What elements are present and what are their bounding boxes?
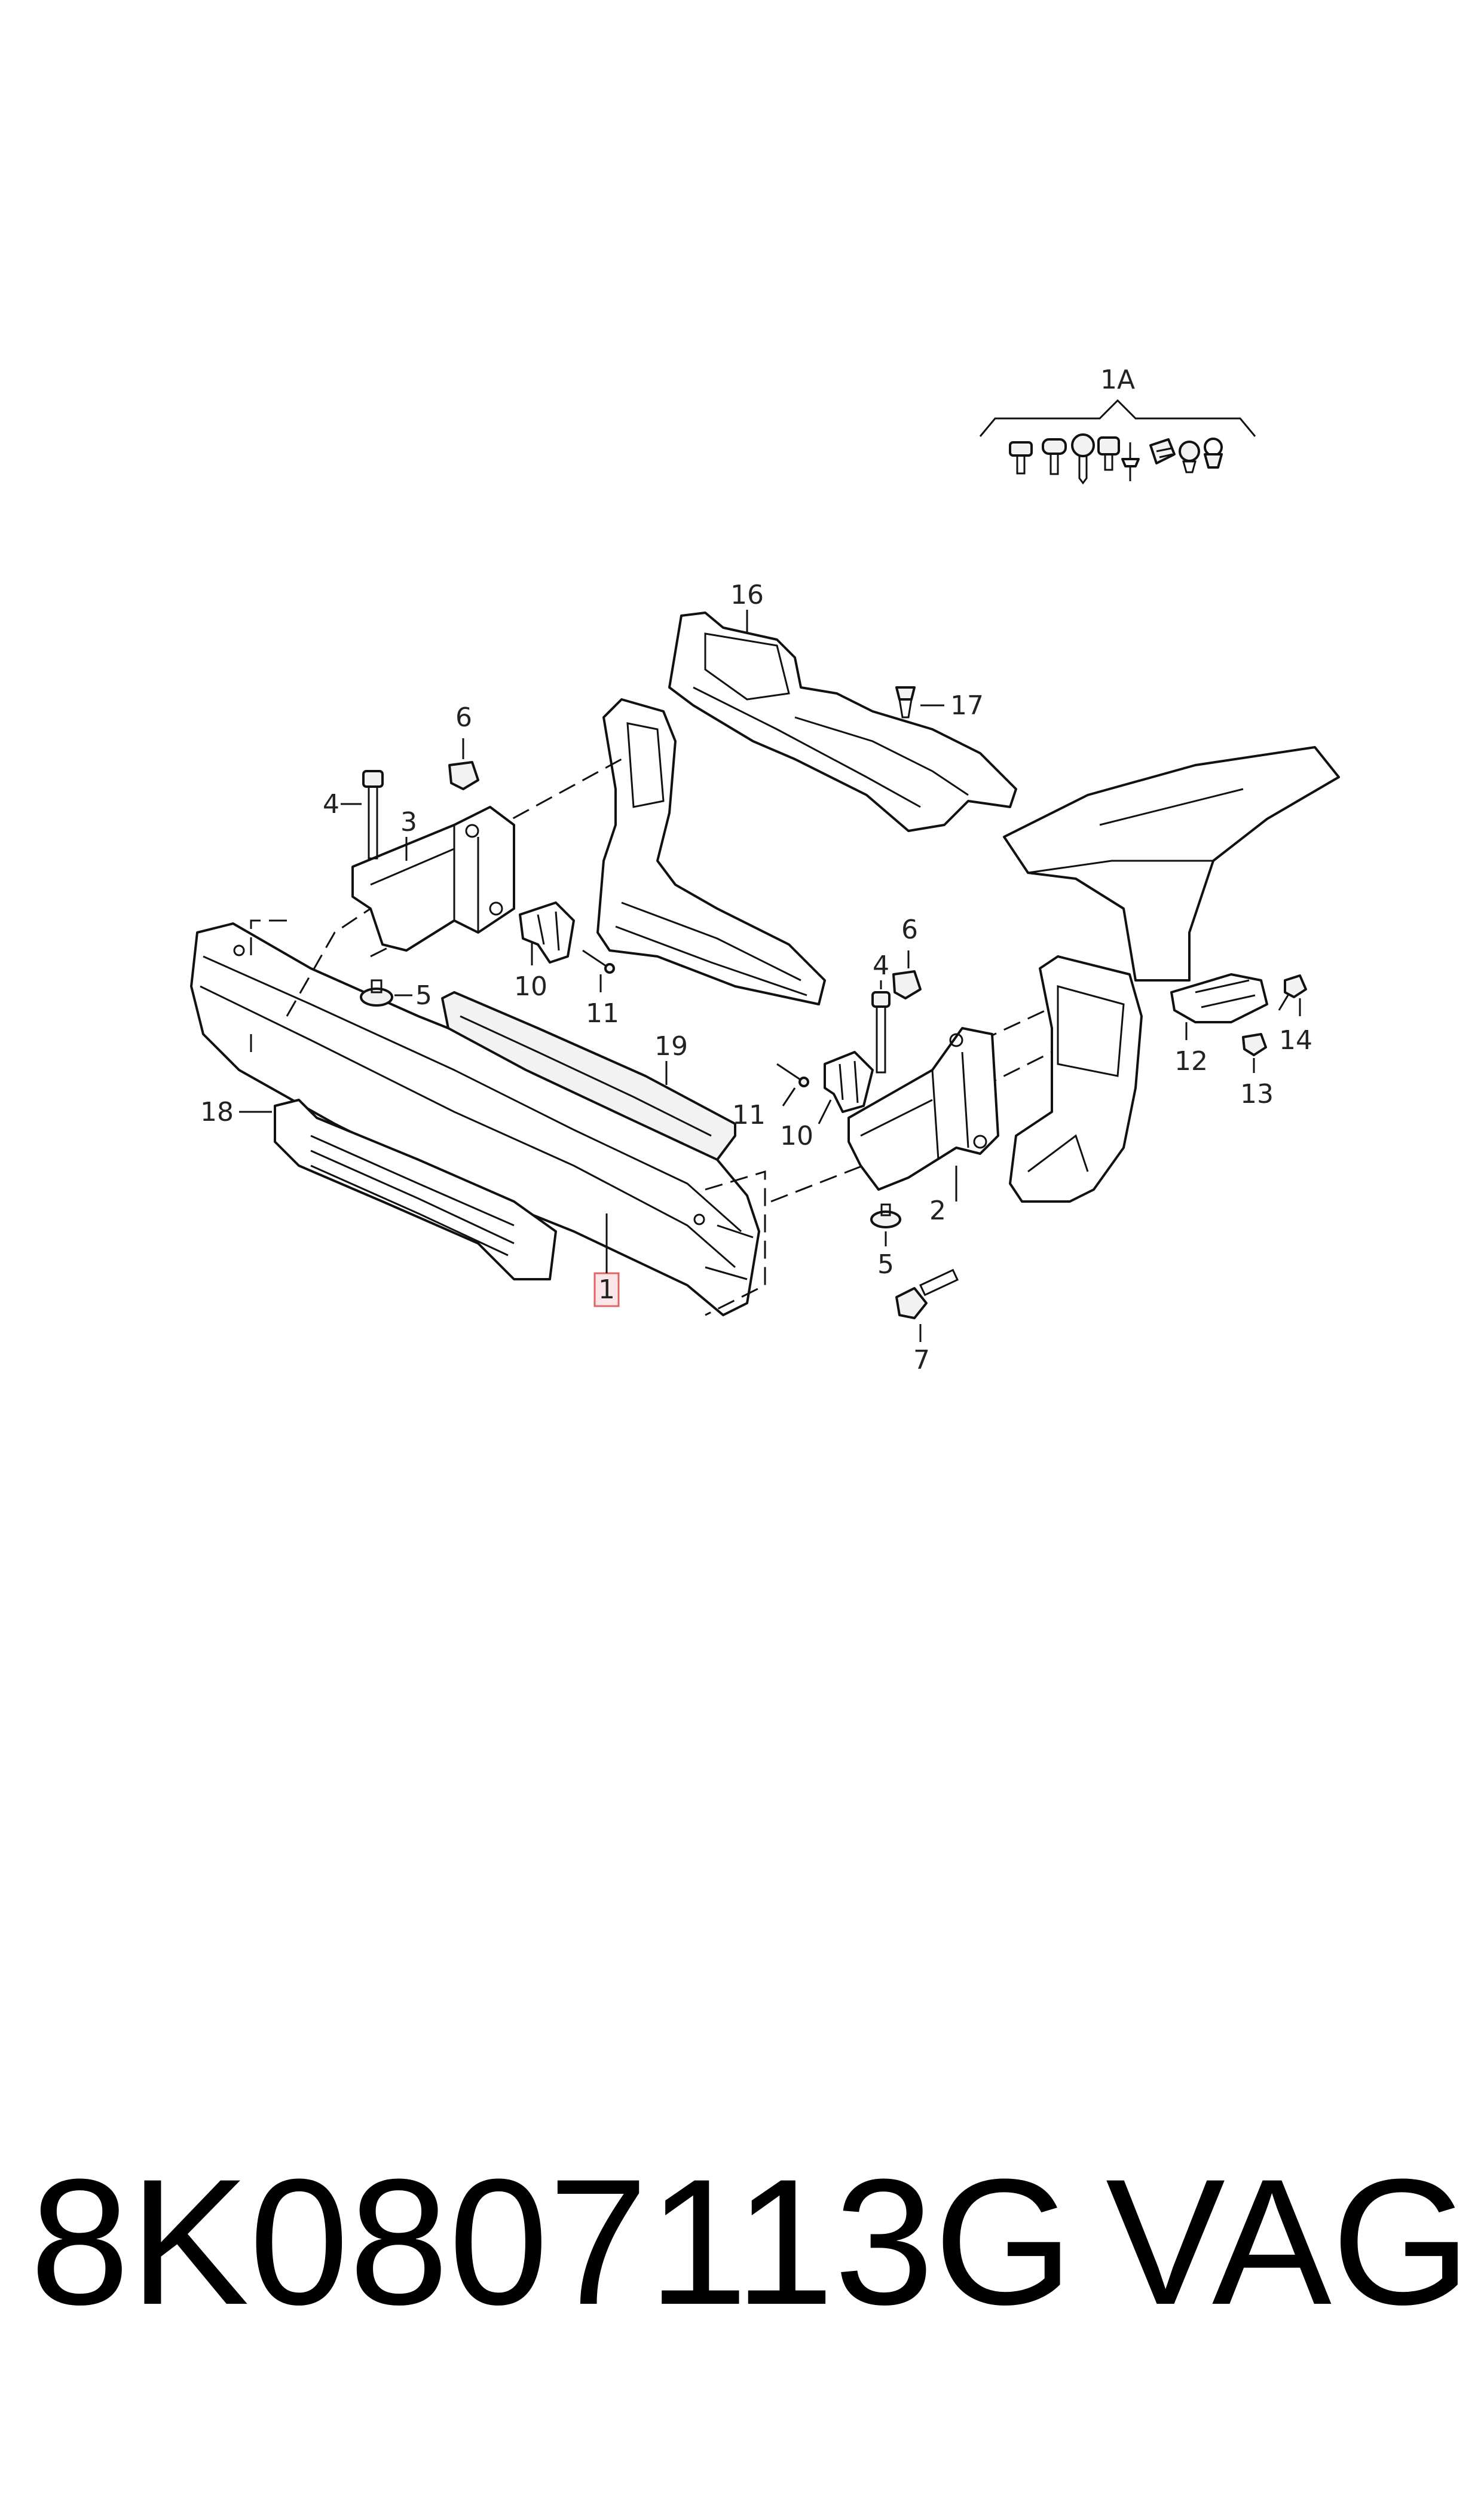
callout-5-right: 5: [877, 1249, 894, 1280]
fastener-kit-1a: 1A: [979, 365, 1256, 485]
nut-5-right: 5: [870, 1203, 901, 1280]
callout-11-left: 11: [586, 998, 619, 1029]
callout-14: 14: [1279, 1025, 1312, 1056]
kit-push-pin-icon: [1204, 438, 1223, 469]
callout-19: 19: [654, 1031, 688, 1062]
callout-6-left: 6: [455, 702, 472, 733]
callout-4-left: 4: [323, 789, 339, 820]
pin-11-left: 11: [582, 949, 619, 1029]
callout-12: 12: [1174, 1046, 1208, 1077]
kit-rivet-icon: [1121, 442, 1140, 481]
nut-6-left: 6: [448, 702, 479, 790]
callout-10-right: 10: [780, 1121, 813, 1151]
kit-stud-icon: [1097, 436, 1120, 471]
hinge-10-left: 10: [514, 901, 575, 1002]
nut-13: 13: [1240, 1033, 1274, 1109]
callout-1: 1: [598, 1274, 615, 1305]
kit-tapping-screw-icon: [1071, 433, 1095, 485]
air-duct: [668, 612, 1017, 832]
clip-17: 17: [895, 686, 984, 721]
footer-brand: VAG: [1106, 2141, 1471, 2342]
callout-6-right: 6: [901, 915, 918, 945]
callout-1-box: 1: [593, 1213, 620, 1307]
impact-absorber: 18: [200, 1097, 557, 1280]
bumper-carrier: [190, 922, 760, 1316]
screw-14: 14: [1278, 974, 1312, 1056]
callout-3: 3: [400, 807, 417, 837]
hinge-10-right: 10: [780, 1051, 874, 1151]
callout-1a: 1A: [1100, 365, 1135, 395]
nut-6-right: 6: [892, 915, 922, 999]
callout-11-right: 11: [732, 1100, 766, 1130]
footer-part-number: 8K0807113G: [30, 2141, 1073, 2342]
bolt-7: 7: [895, 1268, 959, 1375]
kit-expansion-clip-icon: [1179, 441, 1200, 473]
kit-clip-icon: [1149, 438, 1176, 464]
kit-screw-icon: [1042, 438, 1067, 475]
callout-7: 7: [913, 1345, 930, 1375]
callout-5-left: 5: [415, 980, 432, 1011]
callout-17: 17: [950, 690, 984, 721]
kit-bolt-icon: [1009, 441, 1033, 475]
callout-16: 16: [730, 580, 764, 610]
fender-panel: [1003, 746, 1340, 982]
bolt-4-left: 4: [323, 770, 384, 860]
lock-carrier-left-member: [596, 698, 826, 1005]
guide-12: 12: [1170, 973, 1268, 1077]
bracket-left: 3: [351, 806, 515, 952]
callout-10-left: 10: [514, 971, 547, 1002]
bolt-4-right: 4: [871, 950, 891, 1074]
callout-13: 13: [1240, 1079, 1274, 1109]
lock-carrier-right-member: [1009, 955, 1143, 1203]
callout-4-right: 4: [873, 950, 889, 981]
bracket-right: 2: [847, 1027, 999, 1226]
callout-18: 18: [200, 1097, 234, 1127]
spoiler: 19: [441, 991, 736, 1161]
callout-2: 2: [929, 1196, 946, 1226]
nut-5-left: 5: [360, 979, 432, 1011]
pin-11-right: 11: [732, 1063, 809, 1130]
